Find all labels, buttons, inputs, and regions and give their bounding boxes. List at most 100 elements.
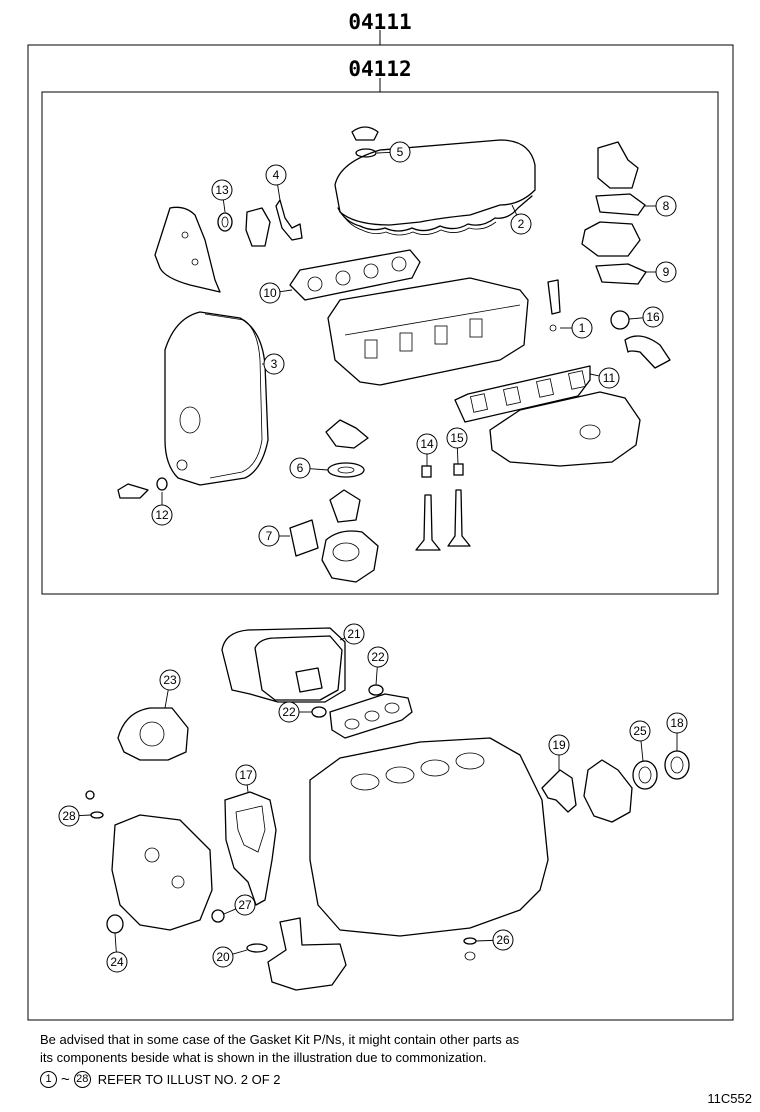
callout-leader-6 (309, 468, 329, 471)
range-start-circle: 1 (40, 1071, 57, 1088)
callout-circle-5 (389, 141, 411, 163)
oil-filler-cap (351, 126, 379, 141)
retainer-19 (541, 769, 577, 813)
gasket-6 (327, 462, 365, 478)
callout-circle-18 (666, 712, 688, 734)
callout-number-3: 3 (271, 357, 278, 371)
gasket-8 (595, 193, 646, 216)
callout-number-10: 10 (263, 286, 277, 300)
callout-number-26: 26 (496, 933, 510, 947)
callout-circle-26 (492, 929, 514, 951)
kit-number: 04111 (348, 10, 411, 34)
callout-leader-21 (339, 637, 345, 641)
callout-number-18: 18 (670, 716, 684, 730)
callout-circle-23 (159, 669, 181, 691)
callout-circle-20 (212, 946, 234, 968)
callout-leader-10 (279, 289, 293, 293)
callout-number-13: 13 (215, 183, 229, 197)
oil-seal-13 (217, 212, 233, 232)
washer-12 (156, 477, 168, 491)
callout-number-25: 25 (633, 724, 647, 738)
cylinder-head-cover (334, 139, 536, 226)
filler-cap-gasket (355, 148, 377, 158)
callout-circle-17 (235, 764, 257, 786)
callout-leader-4 (277, 184, 281, 201)
o-ring-20 (246, 943, 268, 953)
timing-cover-3 (164, 311, 269, 486)
valve-seal-14 (421, 465, 432, 478)
callout-circle-1 (571, 317, 593, 339)
callout-number-6: 6 (297, 461, 304, 475)
callout-number-22b: 22 (282, 705, 296, 719)
callout-circle-24 (106, 951, 128, 973)
callout-leader-2 (511, 204, 518, 216)
callout-number-19: 19 (552, 738, 566, 752)
range-end-circle: 28 (73, 1071, 91, 1088)
callout-number-27: 27 (238, 898, 252, 912)
callout-circle-19 (548, 734, 570, 756)
callout-number-11: 11 (603, 371, 616, 385)
injector (547, 279, 561, 315)
gasket-9 (595, 263, 647, 285)
callout-circle-12 (151, 504, 173, 526)
callout-number-21: 21 (347, 627, 361, 641)
thermostat-housing (581, 221, 641, 257)
tappet-cover (329, 693, 413, 739)
note-line-3: 1 ~ 28 REFER TO ILLUST NO. 2 OF 2 (40, 1071, 281, 1088)
callout-number-14: 14 (420, 437, 434, 451)
callout-leader-28 (78, 814, 92, 816)
callout-leader-26 (475, 939, 494, 942)
housing-23 (117, 707, 189, 761)
callout-circle-28 (58, 805, 80, 827)
callout-number-4: 4 (273, 168, 280, 182)
cover-21 (221, 627, 346, 703)
callout-leader-15 (456, 447, 459, 465)
callout-number-20: 20 (216, 950, 230, 964)
callout-number-2: 2 (518, 217, 525, 231)
callout-circle-2 (510, 213, 532, 235)
range-separator: ~ (61, 1071, 70, 1088)
callout-circle-25 (629, 720, 651, 742)
exhaust-manifold (489, 391, 641, 467)
intake-gasket-10 (289, 249, 421, 301)
callout-number-5: 5 (397, 145, 404, 159)
exhaust-valve (447, 489, 471, 547)
callout-number-8: 8 (663, 199, 670, 213)
water-hose (624, 335, 671, 369)
water-outlet (597, 141, 639, 189)
callout-number-22a: 22 (371, 650, 385, 664)
oil-seal-24 (106, 914, 124, 934)
bolt (117, 483, 149, 499)
callout-leader-20 (232, 949, 248, 955)
seal-22-left (311, 706, 327, 718)
callout-leader-11 (589, 373, 600, 377)
water-pump (321, 530, 379, 583)
timing-cover-gasket-3 (204, 313, 263, 479)
seal-27 (211, 909, 225, 923)
head-cover-gasket (337, 195, 533, 232)
oil-seal-25 (632, 760, 658, 790)
note-line-2: its components beside what is shown in t… (40, 1050, 487, 1065)
callout-leader-22a (375, 666, 378, 686)
callout-number-24: 24 (110, 955, 124, 969)
cylinder-head (327, 277, 529, 386)
bracket-small (245, 207, 271, 247)
head-cover-gasket-inner (341, 213, 497, 236)
cylinder-block (309, 737, 549, 937)
exhaust-gasket-11 (454, 365, 591, 423)
callout-circle-8 (655, 195, 677, 217)
timing-cover-upper (154, 206, 221, 293)
callout-circle-22a (367, 646, 389, 668)
callout-circle-6 (289, 457, 311, 479)
callout-number-23: 23 (163, 673, 177, 687)
callout-leader-5 (376, 151, 391, 154)
callout-circle-16 (642, 306, 664, 328)
callout-leader-17 (246, 784, 249, 793)
callout-number-7: 7 (266, 529, 273, 543)
bolt-head-small (85, 790, 95, 800)
gasket-7 (289, 519, 319, 557)
gasket-22-upper (295, 667, 323, 693)
gasket-17 (224, 791, 277, 906)
